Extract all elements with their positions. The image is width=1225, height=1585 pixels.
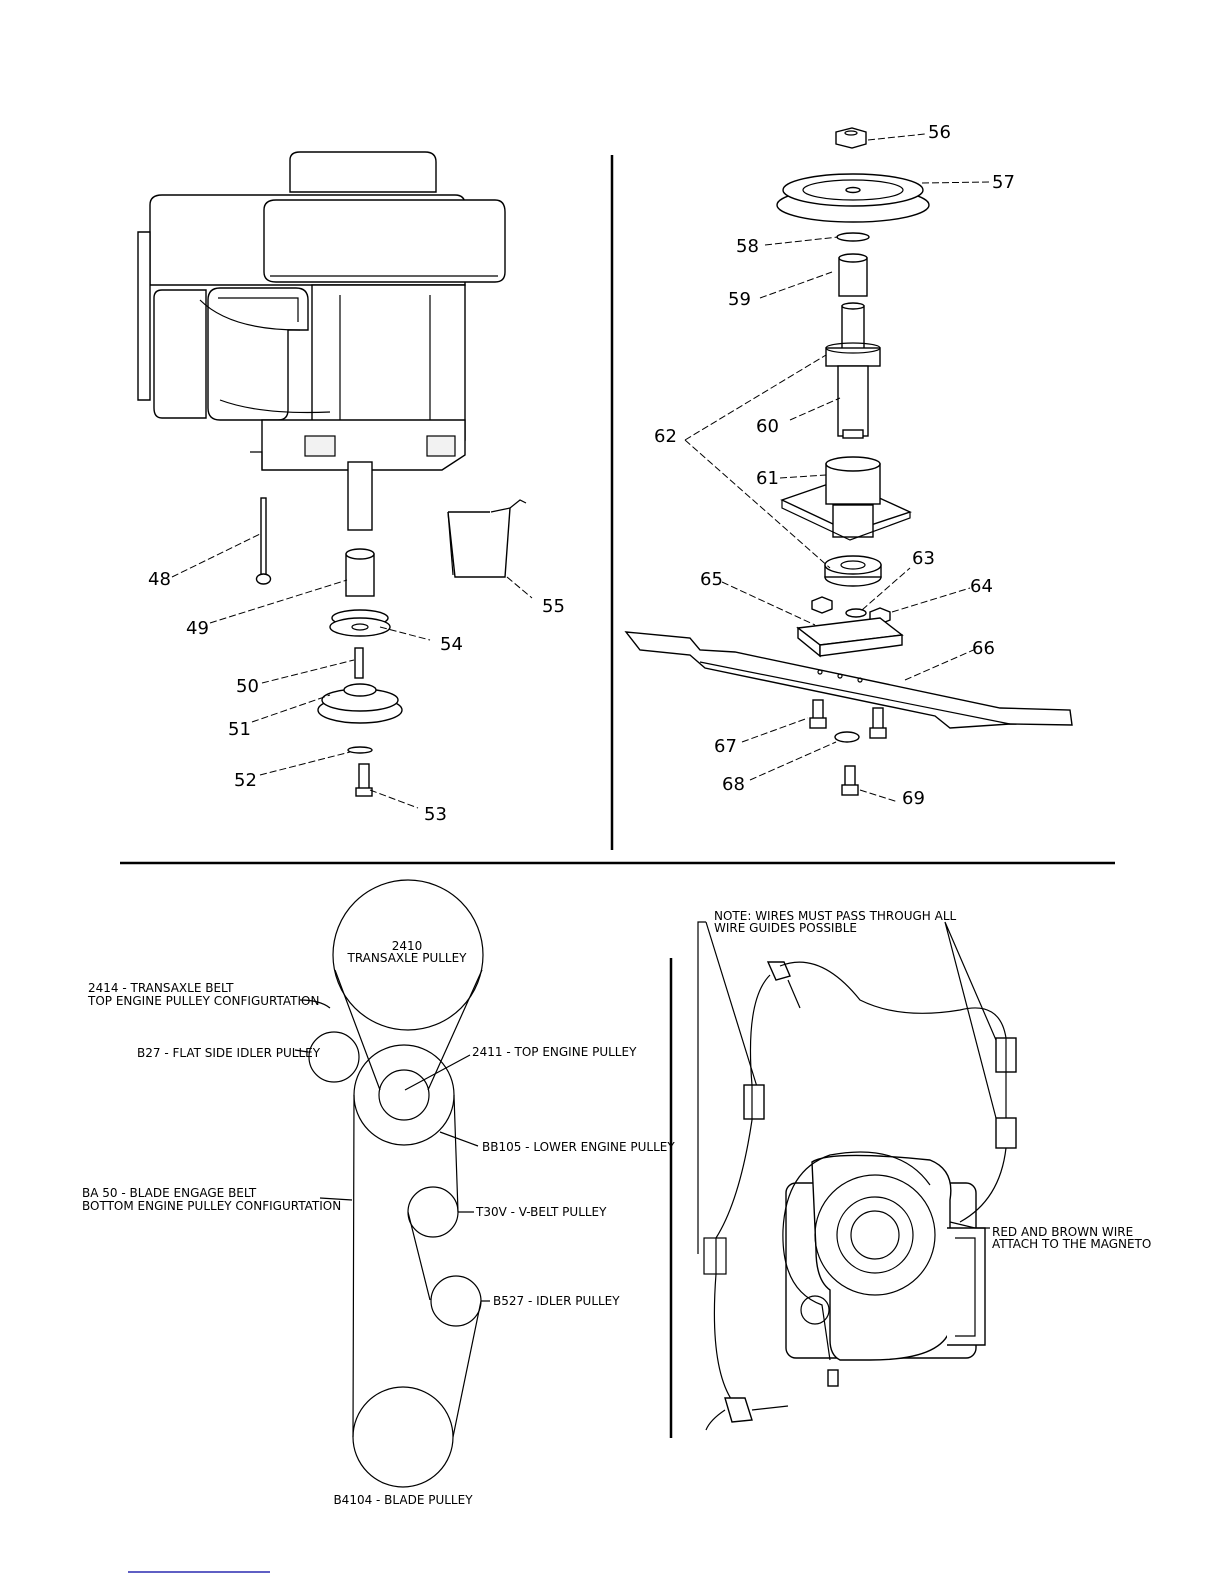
callout-50: 50 xyxy=(236,676,259,697)
flat-idler-label: B27 - FLAT SIDE IDLER PULLEY xyxy=(137,1046,321,1060)
blade-belt-config: BOTTOM ENGINE PULLEY CONFIGURTATION xyxy=(82,1199,341,1213)
transaxle-pulley xyxy=(332,879,484,1031)
part-56-nut xyxy=(835,127,867,149)
part-57-pulley xyxy=(776,173,930,223)
idler-pulley xyxy=(430,1275,482,1327)
part-58-washer xyxy=(836,232,870,242)
part-66-blade xyxy=(624,631,1073,729)
part-60-spindle-shaft xyxy=(825,302,881,439)
callout-67: 67 xyxy=(714,736,737,757)
engine-assembly xyxy=(137,151,506,471)
callout-59: 59 xyxy=(728,289,751,310)
part-68-washer xyxy=(834,731,860,743)
blade-pulley xyxy=(352,1386,454,1488)
part-49-spacer xyxy=(345,548,375,597)
callout-58: 58 xyxy=(736,236,759,257)
callout-55: 55 xyxy=(542,596,565,617)
top-engine-label: 2411 - TOP ENGINE PULLEY xyxy=(472,1045,637,1059)
callout-49: 49 xyxy=(186,618,209,639)
v-belt-pulley xyxy=(407,1186,459,1238)
part-69-bolt xyxy=(841,765,859,796)
transaxle-pulley-num: 2410 xyxy=(392,939,423,953)
callout-63: 63 xyxy=(912,548,935,569)
part-48-bolt xyxy=(255,497,272,585)
callout-69: 69 xyxy=(902,788,925,809)
part-63-nut xyxy=(811,596,833,614)
part-61-housing xyxy=(780,456,912,541)
belt-diagram xyxy=(294,879,490,1488)
callout-60: 60 xyxy=(756,416,779,437)
callout-66: 66 xyxy=(972,638,995,659)
callout-51: 51 xyxy=(228,719,251,740)
callout-57: 57 xyxy=(992,172,1015,193)
part-51-pulley xyxy=(317,683,403,724)
callout-52: 52 xyxy=(234,770,257,791)
top-engine-pulley xyxy=(378,1069,430,1121)
callout-62: 62 xyxy=(654,426,677,447)
blade-pulley-label: B4104 - BLADE PULLEY xyxy=(333,1493,473,1507)
part-50-key xyxy=(354,647,364,679)
part-crankshaft xyxy=(347,461,373,531)
wire-guide xyxy=(995,1117,1017,1149)
part-55-bracket xyxy=(447,499,527,578)
callout-61: 61 xyxy=(756,468,779,489)
part-62-bearing xyxy=(824,555,882,587)
idler-label: B527 - IDLER PULLEY xyxy=(493,1294,620,1308)
wiring-diagram xyxy=(697,921,1017,1431)
flat-side-idler-pulley xyxy=(308,1031,360,1083)
vbelt-label: T30V - V-BELT PULLEY xyxy=(475,1205,607,1219)
wire-label-line1: RED AND BROWN WIRE xyxy=(992,1225,1133,1239)
part-63-washer xyxy=(845,608,867,618)
part-65-blade-adapter xyxy=(796,617,904,658)
part-53-bolt xyxy=(355,763,373,797)
part-54-pulley xyxy=(329,609,391,637)
transaxle-pulley-name: TRANSAXLE PULLEY xyxy=(346,951,467,965)
wiring-note-line1: NOTE: WIRES MUST PASS THROUGH ALL xyxy=(714,909,957,923)
blade-belt-label: BA 50 - BLADE ENGAGE BELT xyxy=(82,1186,257,1200)
wiring-note-line2: WIRE GUIDES POSSIBLE xyxy=(714,921,857,935)
callout-48: 48 xyxy=(148,569,171,590)
callout-68: 68 xyxy=(722,774,745,795)
wire-guide xyxy=(743,1084,765,1120)
wire-label-line2: ATTACH TO THE MAGNETO xyxy=(992,1237,1151,1251)
callout-53: 53 xyxy=(424,804,447,825)
part-59-bushing xyxy=(838,253,868,297)
transaxle-belt-config: TOP ENGINE PULLEY CONFIGURTATION xyxy=(87,994,319,1008)
part-67-bolt xyxy=(809,699,827,729)
transaxle-belt-label: 2414 - TRANSAXLE BELT xyxy=(88,981,234,995)
part-52-washer xyxy=(347,746,373,754)
wire-guide xyxy=(703,1237,727,1275)
callout-54: 54 xyxy=(440,634,463,655)
callout-64: 64 xyxy=(970,576,993,597)
part-67b-bolt xyxy=(869,707,887,739)
callout-56: 56 xyxy=(928,122,951,143)
callout-65: 65 xyxy=(700,569,723,590)
lower-engine-label: BB105 - LOWER ENGINE PULLEY xyxy=(482,1140,675,1154)
